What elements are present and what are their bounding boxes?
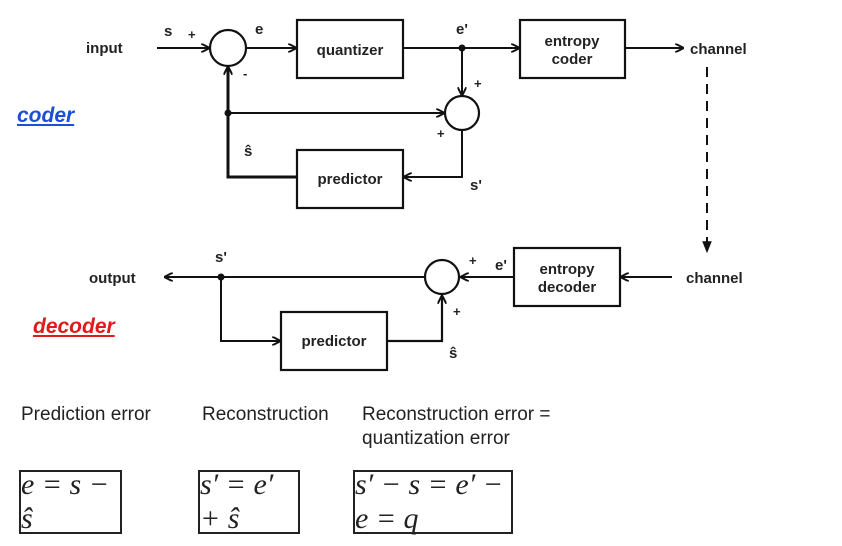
decoder-s-hat-label: ŝ <box>449 345 457 362</box>
output-label: output <box>89 270 136 287</box>
entropy-decoder-label-line2: decoder <box>538 279 597 296</box>
decoder-right-plus-sign: + <box>469 253 477 268</box>
coder-predictor-box <box>295 148 405 210</box>
s-prime-to-decoder-predictor-line <box>220 277 280 341</box>
channel-out-label: channel <box>690 41 747 58</box>
prediction-feedback-line <box>228 67 297 179</box>
s-prime-to-predictor-line <box>404 130 463 177</box>
coder-section-label: coder <box>17 104 75 127</box>
prediction-error-equation: e = s − ŝ <box>19 468 122 535</box>
quantizer-label: quantizer <box>317 42 384 59</box>
coder-sum-junction <box>208 28 248 68</box>
e-prime-label: e' <box>456 21 468 38</box>
decoder-sum-junction <box>423 258 461 296</box>
reconstruction-error-equation: s′ − s = e′ − e = q <box>353 468 513 535</box>
channel-in-label: channel <box>686 270 743 287</box>
reconstruction-sum-junction <box>443 94 481 132</box>
coder-s-prime-label: s' <box>470 177 482 194</box>
decoder-bottom-plus-sign: + <box>453 304 461 319</box>
sum1-plus-sign: + <box>188 27 196 42</box>
sum2-top-plus-sign: + <box>474 76 482 91</box>
error-e-label: e <box>255 21 263 38</box>
coder-s-hat-label: ŝ <box>244 143 252 160</box>
sum1-minus-sign: - <box>243 66 247 81</box>
decoder-s-prime-label: s' <box>215 249 227 266</box>
reconstruction-error-caption: Reconstruction error = quantization erro… <box>362 403 551 451</box>
sum2-left-plus-sign: + <box>437 126 445 141</box>
prediction-error-caption: Prediction error <box>21 404 151 425</box>
reconstruction-error-caption-line1: Reconstruction error = <box>362 404 551 425</box>
entropy-decoder-label-line1: entropy <box>539 261 595 278</box>
decoder-predictor-label: predictor <box>301 333 366 350</box>
reconstruction-caption: Reconstruction <box>202 404 329 425</box>
reconstruction-error-caption-line2: quantization error <box>362 428 510 449</box>
decoder-section-label: decoder <box>33 315 115 338</box>
entropy-coder-label-line2: coder <box>552 51 593 68</box>
decoder-e-prime-label: e' <box>495 257 507 274</box>
entropy-coder-label-line1: entropy <box>544 33 600 50</box>
coder-predictor-label: predictor <box>317 171 382 188</box>
input-label: input <box>86 40 123 57</box>
entropy-decoder-box <box>512 246 622 308</box>
signal-s-label: s <box>164 23 172 40</box>
decoder-prediction-line <box>387 296 442 343</box>
reconstruction-equation: s′ = e′ + ŝ <box>198 468 300 535</box>
